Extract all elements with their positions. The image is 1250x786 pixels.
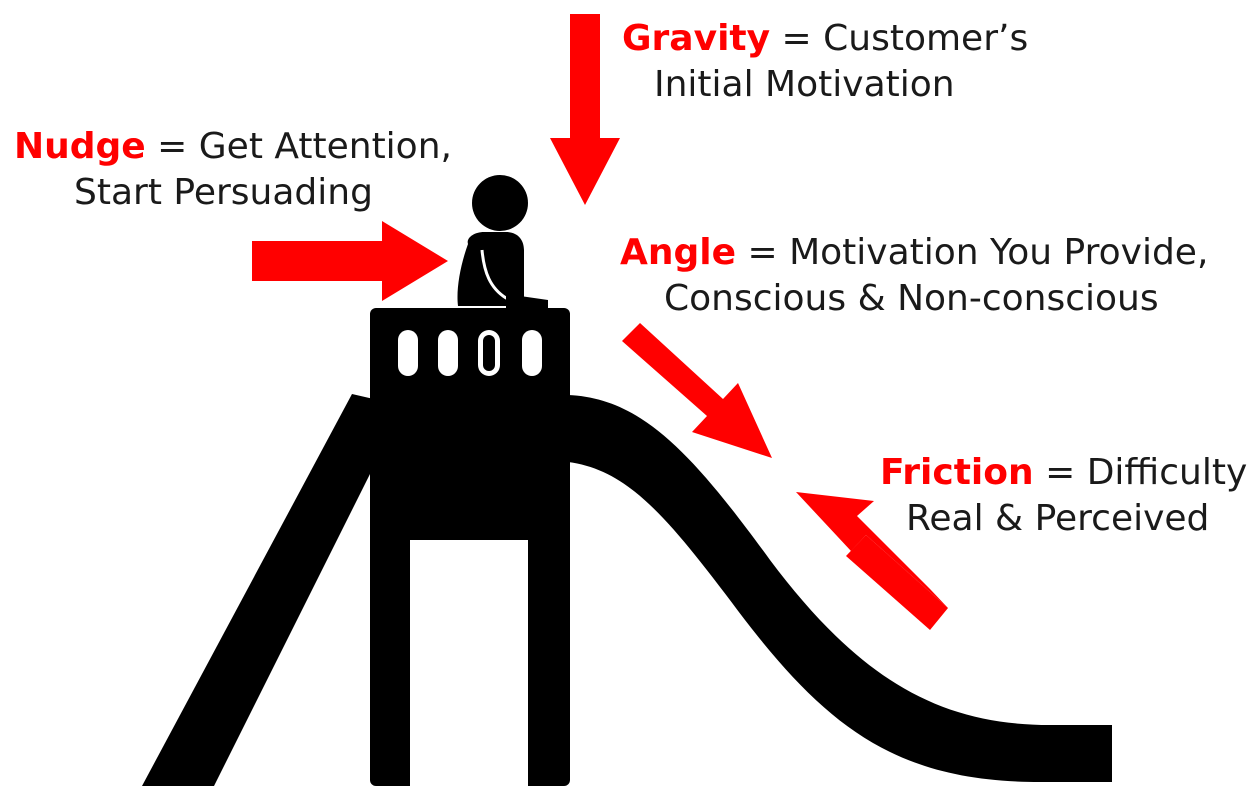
- friction-label: Friction = Difficulty, Real & Perceived: [880, 450, 1250, 542]
- nudge-term: Nudge: [14, 126, 146, 167]
- arrow-icon: [252, 14, 948, 630]
- angle-definition: = Motivation You Provide,: [736, 232, 1209, 273]
- gravity-arrow: [550, 14, 620, 205]
- person-arm: [480, 249, 543, 306]
- playground-slide-icon: [142, 308, 1112, 786]
- friction-definition-line2: Real & Perceived: [906, 498, 1210, 539]
- person-icon: [457, 175, 548, 312]
- angle-term: Angle: [620, 232, 737, 273]
- angle-arrow: [622, 323, 772, 458]
- friction-arrow-tail: [846, 535, 948, 630]
- gravity-definition: = Customer’s: [770, 18, 1029, 59]
- person-head: [472, 175, 528, 231]
- railing-windows: [398, 330, 542, 376]
- tower-opening: [410, 540, 528, 786]
- angle-definition-line2: Conscious & Non-conscious: [664, 278, 1159, 319]
- nudge-definition: = Get Attention,: [145, 126, 452, 167]
- person-hand: [506, 294, 548, 312]
- friction-term: Friction: [880, 452, 1034, 493]
- gravity-term: Gravity: [622, 18, 771, 59]
- gravity-label: Gravity = Customer’s Initial Motivation: [622, 16, 1028, 108]
- gravity-definition-line2: Initial Motivation: [654, 64, 955, 105]
- nudge-label: Nudge = Get Attention, Start Persuading: [14, 124, 452, 216]
- ladder-leg: [142, 394, 378, 786]
- person-torso: [457, 232, 524, 306]
- slide-chute: [568, 395, 1112, 782]
- friction-definition: = Difficulty,: [1033, 452, 1250, 493]
- nudge-definition-line2: Start Persuading: [74, 172, 373, 213]
- nudge-arrow: [252, 221, 448, 301]
- friction-arrow: [796, 492, 948, 608]
- angle-label: Angle = Motivation You Provide, Consciou…: [620, 230, 1208, 322]
